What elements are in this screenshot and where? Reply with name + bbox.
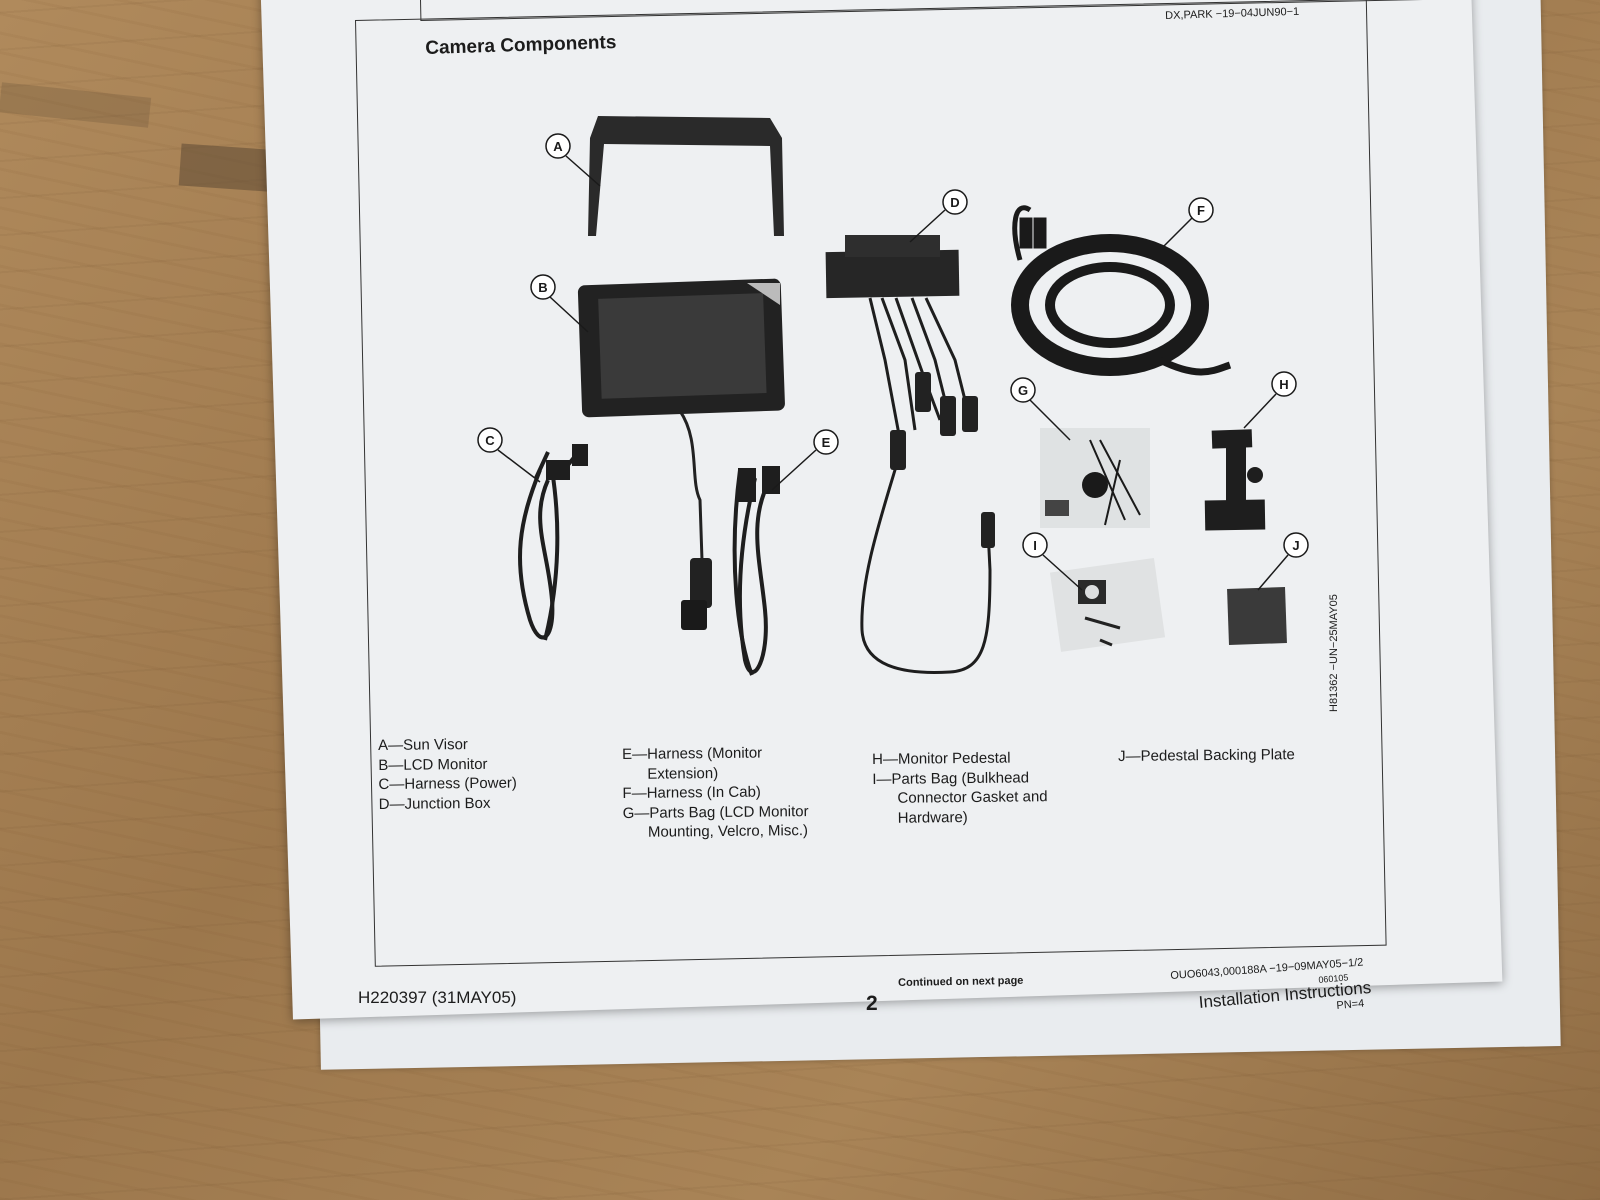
callout-a: A [545,133,601,187]
svg-text:B: B [538,280,547,295]
callout-b: B [530,274,589,333]
legend-column-4: J—Pedestal Backing Plate [1118,746,1295,765]
document-page-code: PN=4 [1336,997,1365,1012]
extension-harness-illustration [732,466,780,676]
svg-text:E: E [822,435,831,450]
callout-i: I [1022,532,1083,591]
svg-text:F: F [1197,203,1205,218]
continued-note: Continued on next page [898,974,1024,989]
page-number: 2 [866,992,878,1015]
svg-text:D: D [950,195,959,210]
callout-j: J [1257,532,1309,591]
backing-plate-illustration [1227,587,1287,645]
svg-text:J: J [1292,538,1299,553]
svg-text:A: A [553,139,563,154]
svg-text:G: G [1018,383,1028,398]
monitor-pedestal-illustration [1204,429,1266,531]
document-number: H220397 (31MAY05) [358,988,517,1007]
svg-text:C: C [485,433,495,448]
callout-e: E [771,429,839,491]
gasket-parts-bag-illustration [1049,558,1166,652]
svg-text:H: H [1279,377,1288,392]
sun-visor-illustration [588,116,784,236]
power-harness-illustration [517,444,588,641]
legend-column-1: A—Sun Visor B—LCD Monitor C—Harness (Pow… [378,736,517,813]
callout-d: D [909,189,968,243]
callout-h: H [1243,371,1297,429]
legend-column-3: H—Monitor Pedestal I—Parts Bag (Bulkhead… [872,749,1048,827]
callout-f: F [1157,197,1214,253]
callout-c: C [477,427,541,483]
figure-id: H81362 −UN−25MAY05 [1328,594,1340,712]
legend-column-2: E—Harness (Monitor Extension) F—Harness … [622,744,809,841]
callout-g: G [1010,377,1071,441]
junction-box-illustration [825,235,995,674]
monitor-parts-bag-illustration [1040,428,1150,528]
lcd-monitor-illustration [577,278,785,630]
in-cab-harness-illustration [1011,205,1232,376]
svg-text:I: I [1033,538,1037,553]
